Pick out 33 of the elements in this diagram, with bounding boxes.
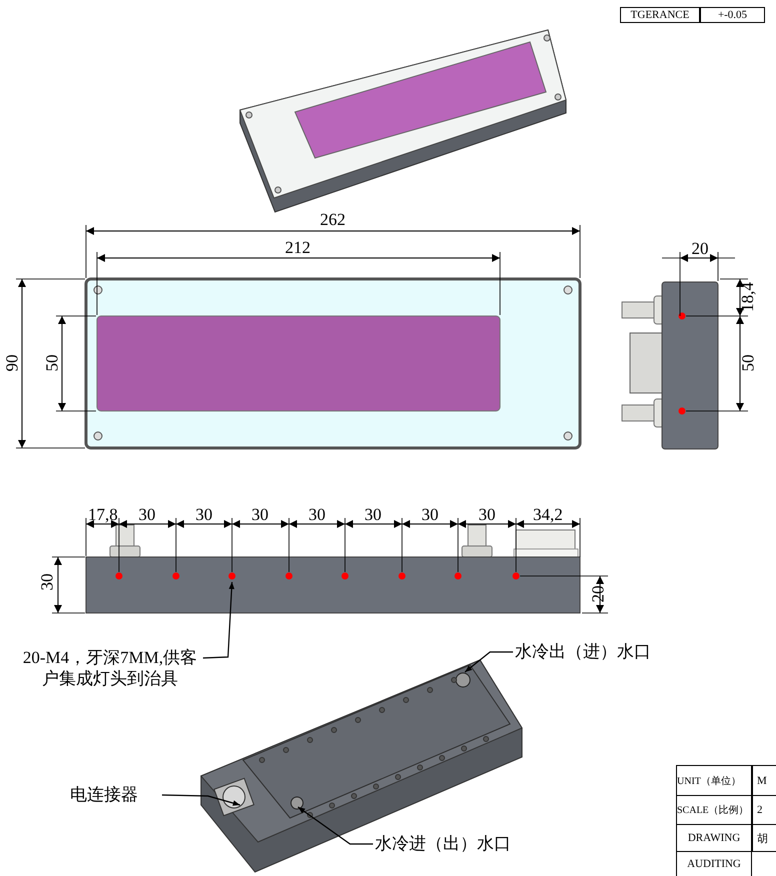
dimension-label: 90: [3, 354, 21, 372]
table-cell: AUDITING: [676, 851, 752, 876]
dimension-label: 30: [196, 506, 212, 524]
dimension-label: 17,8: [88, 506, 118, 524]
dimension-label: 30: [422, 506, 438, 524]
leader-line: [162, 794, 240, 806]
leader-line: [298, 806, 373, 845]
dimension-label: 50: [43, 354, 61, 372]
dimension-label: 18,4: [738, 282, 757, 312]
dimension-label: 212: [285, 239, 310, 257]
dimension-label: 30: [252, 506, 268, 524]
callout-text: 电连接器: [70, 784, 160, 805]
table-cell: M: [752, 765, 776, 796]
table-cell: UNIT（单位）: [676, 765, 752, 796]
table-cell: +-0.05: [700, 7, 765, 23]
callout-text: 20-M4，牙深7MM,供客户集成灯头到治具: [15, 647, 205, 689]
leader-line: [464, 651, 513, 672]
callout-text: 水冷进（出）水口: [375, 833, 545, 854]
dimension-label: 30: [308, 506, 326, 524]
leader-line: [202, 582, 234, 659]
dimension-label: 20: [692, 240, 708, 258]
table-cell: TGERANCE: [620, 7, 700, 23]
table-cell: DRAWING: [676, 824, 752, 852]
dimension-label: 262: [320, 211, 346, 229]
dimension-label: 30: [478, 506, 496, 524]
dimension-label: 30: [364, 506, 382, 524]
table-cell: SCALE（比例）: [676, 795, 752, 825]
dimension-label: 30: [138, 506, 156, 524]
dimension-label: 30: [38, 574, 56, 590]
table-cell: 胡: [752, 824, 776, 852]
callout-text: 水冷出（进）水口: [515, 641, 685, 662]
dimension-label: 50: [739, 354, 757, 372]
dimension-label: 34,2: [533, 506, 563, 524]
